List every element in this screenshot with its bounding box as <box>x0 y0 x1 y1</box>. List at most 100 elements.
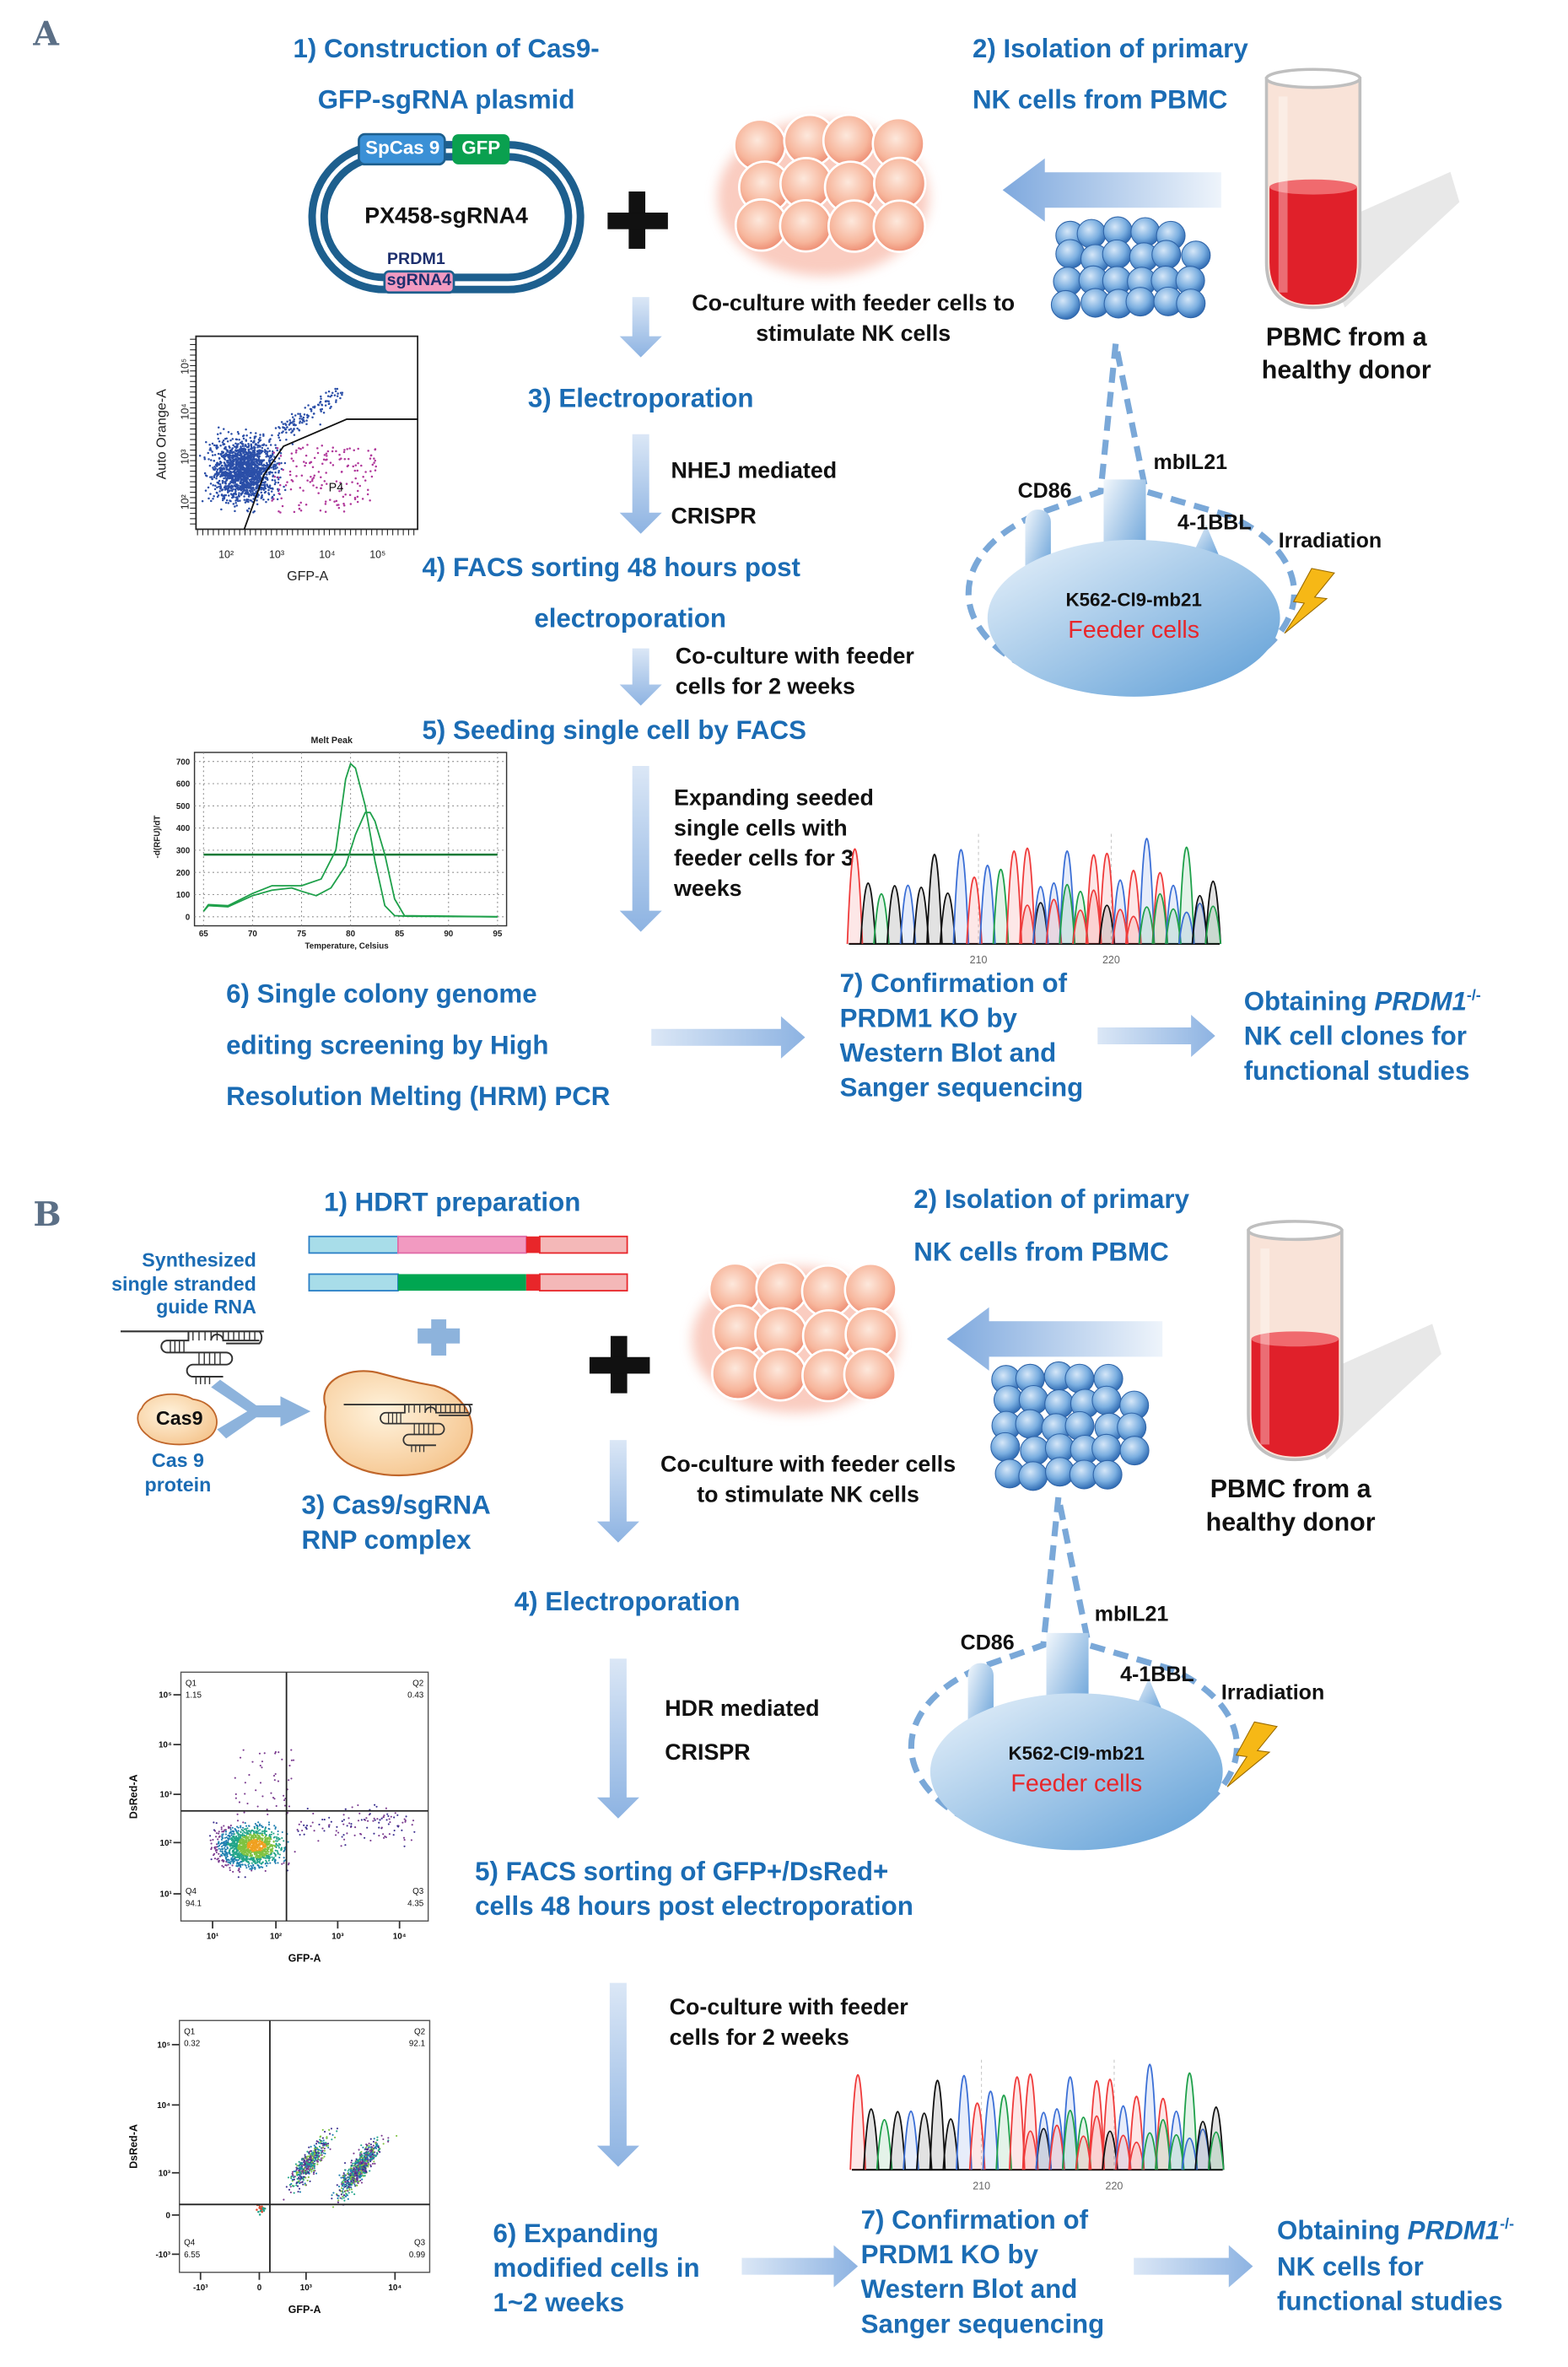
event-dot <box>253 1842 256 1845</box>
event-dot <box>213 1857 217 1860</box>
event-dot <box>317 492 320 494</box>
event-dot <box>349 2176 352 2179</box>
event-dot <box>256 499 258 502</box>
event-dot <box>225 474 229 477</box>
event-dot <box>221 1835 224 1837</box>
event-dot <box>271 1831 273 1834</box>
event-dot <box>243 456 245 459</box>
arrow-shape <box>946 1307 1163 1371</box>
event-dot <box>232 488 234 491</box>
event-dot <box>297 2171 299 2174</box>
event-dot <box>242 489 245 492</box>
event-dot <box>262 487 266 489</box>
event-dot <box>296 2174 299 2176</box>
event-dot <box>331 450 334 453</box>
event-dot <box>261 1850 265 1852</box>
event-dot <box>326 2144 328 2147</box>
gate-label: P4 <box>329 482 344 495</box>
event-dot <box>336 387 339 391</box>
event-dot <box>316 447 319 450</box>
gfp-label: GFP <box>461 137 501 159</box>
event-dot <box>267 1821 271 1824</box>
event-dot <box>260 451 263 454</box>
event-dot <box>373 2154 376 2156</box>
event-dot <box>278 483 282 487</box>
event-dot <box>360 2170 363 2172</box>
event-dot <box>248 507 251 510</box>
a-step7-line3: Western Blot and <box>839 1037 1057 1068</box>
event-dot <box>265 444 267 447</box>
event-dot <box>244 444 247 446</box>
event-dot <box>223 447 226 450</box>
plot-frame <box>178 2019 431 2273</box>
event-dot <box>247 1863 250 1866</box>
x-tick-label: 10⁴ <box>388 2283 401 2293</box>
event-dot <box>375 2143 378 2146</box>
event-dot <box>322 411 326 414</box>
event-dot <box>366 493 369 496</box>
event-dot <box>250 466 253 468</box>
event-dot <box>321 445 324 447</box>
event-dot <box>326 2136 328 2138</box>
event-dot <box>215 444 218 447</box>
event-dot <box>237 1876 240 1879</box>
event-dot <box>328 402 331 405</box>
event-dot <box>216 486 218 489</box>
event-dot <box>267 1842 269 1845</box>
y-tick-label: 200 <box>176 869 191 878</box>
event-dot <box>364 1836 366 1839</box>
melt-curve-2 <box>202 811 498 918</box>
event-dot <box>249 436 251 439</box>
event-dot <box>264 1869 267 1873</box>
event-dot <box>267 1854 269 1857</box>
arrow-shape <box>619 648 662 706</box>
event-dot <box>380 2134 383 2137</box>
event-dot <box>353 2181 355 2184</box>
event-dot <box>283 1799 286 1802</box>
y-tick-label: -10³ <box>156 2251 171 2260</box>
event-dot <box>261 1854 263 1857</box>
event-dot <box>288 470 292 473</box>
event-dot <box>331 2197 333 2200</box>
event-dot <box>265 1834 267 1836</box>
event-dot <box>245 445 249 449</box>
event-dot <box>280 421 283 423</box>
event-dot <box>220 1845 224 1848</box>
a-step7-line4: Sanger sequencing <box>839 1071 1084 1103</box>
event-dot <box>319 2154 322 2156</box>
event-dot <box>357 2182 359 2185</box>
event-dot <box>357 2170 359 2172</box>
event-dot <box>364 471 367 473</box>
event-dot <box>291 480 294 483</box>
event-dot <box>269 1848 272 1851</box>
event-dot <box>298 507 301 510</box>
event-dot <box>299 2171 301 2174</box>
event-dot <box>310 479 314 483</box>
event-dot <box>319 402 321 404</box>
event-dot <box>234 478 238 481</box>
event-dot <box>355 2158 358 2160</box>
event-dot <box>323 2147 326 2150</box>
event-dot <box>321 2147 323 2149</box>
event-dot <box>258 1839 261 1841</box>
event-dot <box>274 1750 277 1754</box>
lightning-icon <box>1226 1721 1278 1787</box>
event-dot <box>240 467 244 470</box>
sanger-peak <box>1005 850 1023 945</box>
event-dot <box>268 1845 272 1847</box>
event-dot <box>272 1847 274 1850</box>
event-dot <box>247 1848 250 1851</box>
panel-b-label: B <box>33 1195 62 1235</box>
event-dot <box>319 510 322 512</box>
event-dot <box>356 2169 358 2171</box>
event-dot <box>218 1836 220 1838</box>
event-dot <box>396 1814 399 1816</box>
event-dot <box>265 1840 268 1842</box>
event-dot <box>246 1836 249 1839</box>
event-dot <box>233 467 236 470</box>
event-dot <box>342 495 345 499</box>
event-dot <box>253 437 256 439</box>
y-tick-label: 10³ <box>160 1791 173 1800</box>
event-dot <box>237 471 240 473</box>
event-dot <box>278 1853 281 1856</box>
